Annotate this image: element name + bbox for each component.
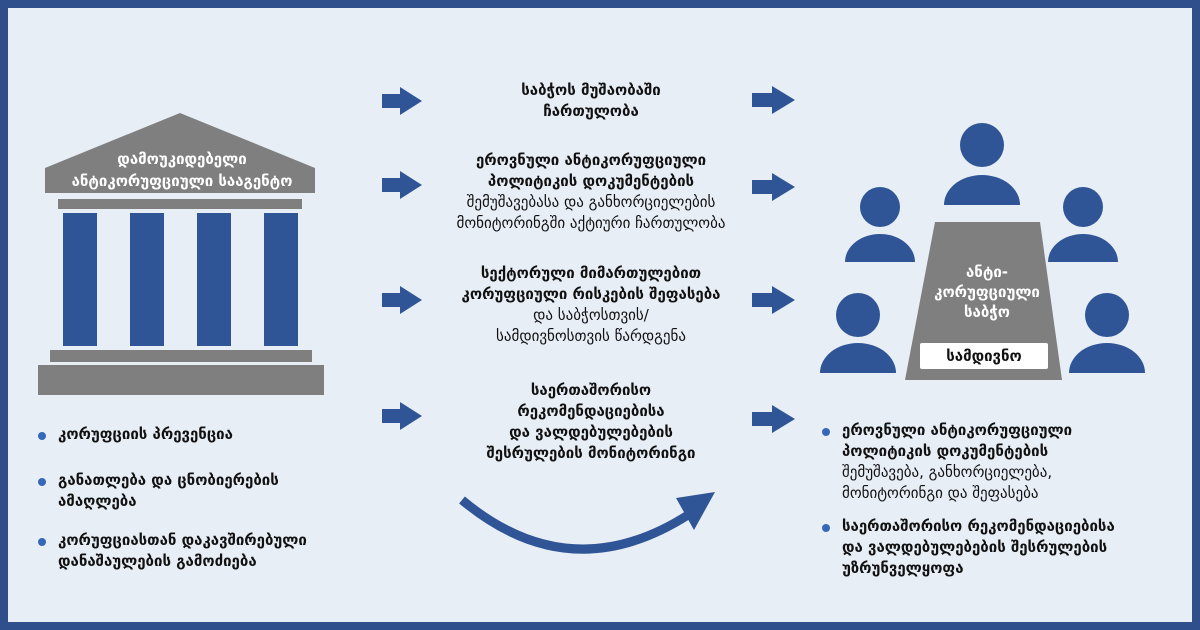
arrow-icon	[752, 286, 795, 314]
curved-arrow-icon	[459, 492, 715, 554]
list-item-text: განათლება და ცნობიერების	[58, 471, 279, 489]
council-icon	[820, 123, 1145, 373]
flow-item: ეროვნული ანტიკორუფციული პოლიტიკის დოკუმე…	[420, 150, 762, 234]
council-functions-list: ეროვნული ანტიკორუფციული პოლიტიკის დოკუმე…	[820, 420, 1180, 579]
council-title: ანტი- კორუფციული საბჭო	[918, 262, 1056, 322]
flow-text: სამდივნოსთვის წარდგენა	[496, 327, 686, 345]
list-item-text: მონიტორინგი და შეფასება	[842, 484, 1039, 502]
council-table	[905, 222, 1062, 380]
flow-text-bold: ჩართულობა	[543, 102, 639, 120]
list-item: საერთაშორისო რეკომენდაციებისა და ვალდებუ…	[820, 516, 1180, 579]
list-item-text-bold: უზრუნველყოფა	[842, 559, 964, 577]
list-item-text-bold: საერთაშორისო რეკომენდაციებისა	[842, 517, 1115, 535]
flow-text-bold: სექტორული მიმართულებით	[480, 264, 702, 282]
agency-functions-list: კორუფციის პრევენცია განათლება და ცნობიერ…	[36, 424, 356, 572]
building-column	[264, 213, 298, 346]
list-item-text: დანაშაულების გამოძიება	[58, 552, 257, 570]
list-item-text: ამაღლება	[58, 492, 137, 510]
arrow-icon	[752, 405, 795, 433]
list-item-text: კორუფციასთან დაკავშირებული	[58, 531, 307, 549]
flow-text-bold: რეკომენდაციებისა	[517, 402, 665, 420]
bullet-icon	[38, 478, 46, 486]
arrow-icon	[382, 87, 422, 115]
bullet-icon	[822, 524, 830, 532]
list-item: კორუფციასთან დაკავშირებული დანაშაულების …	[36, 530, 356, 572]
list-item-text-bold: და ვალდებულებების შესრულების	[842, 538, 1108, 556]
arrow-icon	[382, 286, 422, 314]
flow-text-bold: საერთაშორისო	[530, 381, 652, 399]
council-title-line: საბჭო	[964, 303, 1010, 321]
list-item: კორუფციის პრევენცია	[36, 424, 356, 445]
building-column	[130, 213, 164, 346]
list-item-text-bold: ეროვნული ანტიკორუფციული	[842, 421, 1073, 439]
building-column	[63, 213, 97, 346]
list-item-text: კორუფციის პრევენცია	[58, 425, 233, 443]
agency-label-line: ანტიკორუფციული სააგენტო	[71, 172, 293, 190]
flow-text: მონიტორინგში აქტიური ჩართულობა	[456, 214, 726, 232]
building-column	[197, 213, 231, 346]
arrow-icon	[382, 171, 422, 199]
list-item-text: შემუშავება, განხორციელება,	[842, 463, 1053, 481]
flow-item: საერთაშორისო რეკომენდაციებისა და ვალდებუ…	[420, 380, 762, 464]
arrow-icon	[382, 402, 422, 430]
secretariat-badge: სამდივნო	[920, 343, 1048, 369]
agency-label: დამოუკიდებელი ანტიკორუფციული სააგენტო	[30, 148, 334, 192]
building-pediment	[45, 113, 315, 193]
council-title-line: ანტი-	[965, 263, 1008, 281]
list-item: ეროვნული ანტიკორუფციული პოლიტიკის დოკუმე…	[820, 420, 1180, 504]
arrow-icon	[752, 86, 795, 114]
flow-text: შემუშავებასა და განხორციელების	[466, 193, 716, 211]
flow-text-bold: და ვალდებულებების	[509, 423, 673, 441]
list-item: განათლება და ცნობიერების ამაღლება	[36, 470, 356, 512]
flow-text-bold: კორუფციული რისკების შეფასება	[461, 285, 721, 303]
flow-text-bold: ეროვნული ანტიკორუფციული	[475, 151, 707, 169]
building-step	[50, 350, 312, 362]
arrow-icon	[752, 173, 795, 201]
flow-text-bold: პოლიტიკის დოკუმენტების	[487, 172, 695, 190]
council-title-line: კორუფციული	[934, 283, 1040, 301]
flow-item: საბჭოს მუშაობაში ჩართულობა	[430, 80, 752, 122]
flow-item: სექტორული მიმართულებით კორუფციული რისკებ…	[420, 263, 762, 347]
building-beam	[58, 199, 302, 209]
building-step	[38, 365, 324, 395]
flow-text-bold: საბჭოს მუშაობაში	[521, 81, 661, 99]
agency-label-line: დამოუკიდებელი	[117, 150, 247, 168]
bullet-icon	[38, 432, 46, 440]
bullet-icon	[38, 538, 46, 546]
flow-text-bold: შესრულების მონიტორინგი	[486, 444, 696, 462]
list-item-text-bold: პოლიტიკის დოკუმენტების	[842, 442, 1049, 460]
bullet-icon	[822, 428, 830, 436]
flow-text: და საბჭოსთვის/	[533, 306, 649, 324]
